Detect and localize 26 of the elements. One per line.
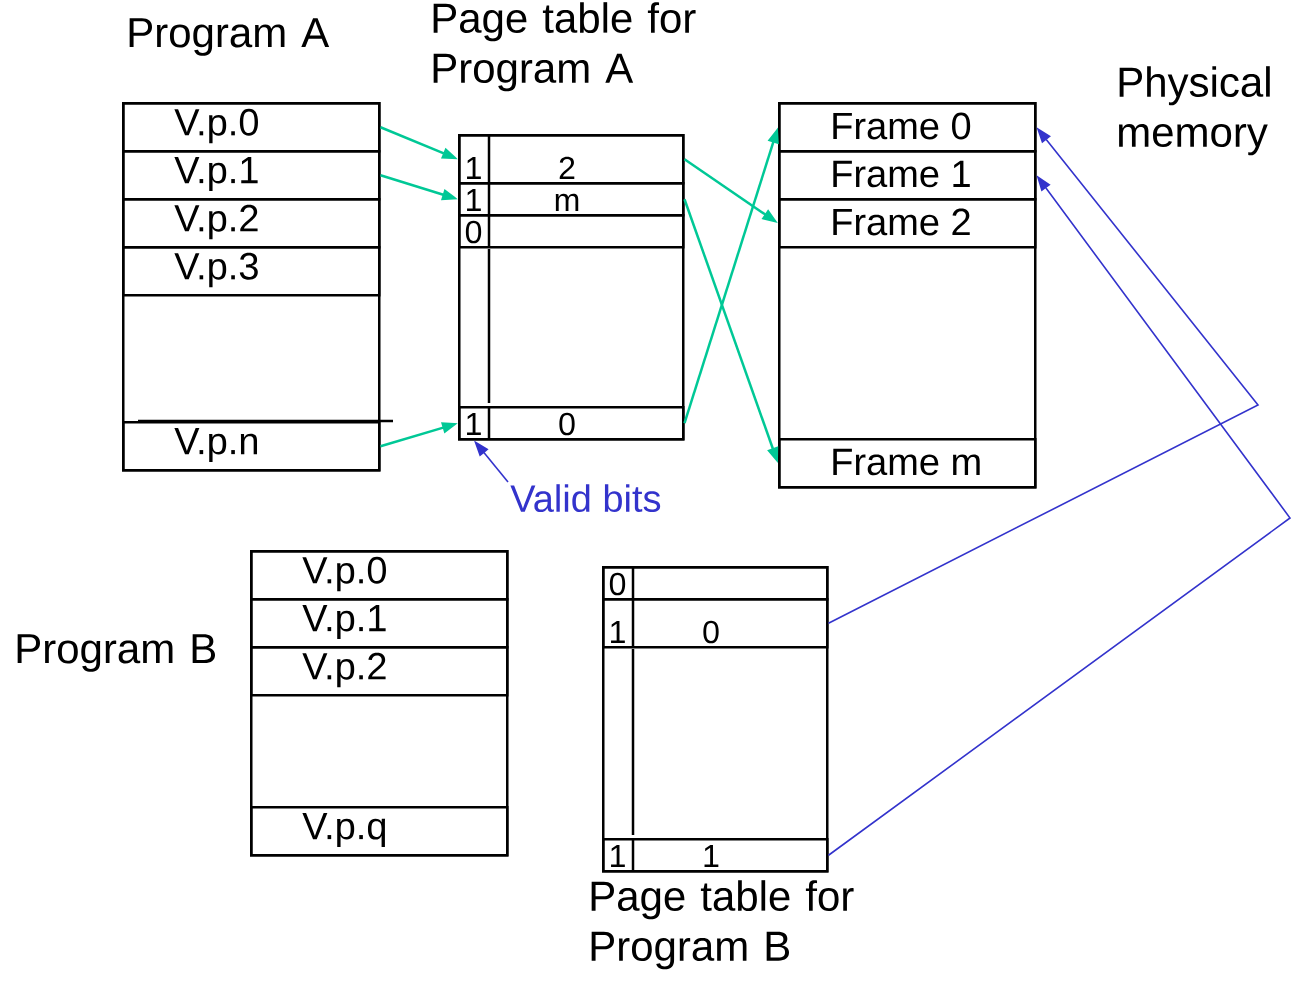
page-table-row: 1 0: [602, 598, 829, 649]
memory-row: V.p.n: [122, 419, 393, 472]
annotation-text: Valid bits: [510, 484, 661, 513]
memory-row: V.p.0: [250, 550, 509, 601]
memory-row: Frame 1: [778, 150, 1037, 201]
memory-row: V.p.q: [250, 806, 509, 857]
node-label: Program A: [129, 18, 330, 56]
node-label: Program B: [17, 634, 216, 672]
memory-row: V.p.0: [122, 102, 381, 153]
page-table-row: 0: [602, 566, 829, 601]
memory-row: V.p.1: [250, 598, 509, 649]
memory-row: V.p.3: [122, 246, 381, 297]
memory-row: V.p.2: [122, 198, 381, 249]
page-table-row: 1 1: [602, 838, 829, 873]
node-label: Page table for Program B: [591, 880, 854, 970]
page-table-row: 1 0: [458, 406, 685, 441]
memory-row: Frame 2: [778, 198, 1037, 249]
memory-row: Frame 0: [778, 102, 1037, 153]
memory-row: V.p.2: [250, 646, 509, 697]
page-table-row: 1 2: [458, 134, 685, 185]
memory-row: V.p.1: [122, 150, 381, 201]
page-table-row: 1 m: [458, 182, 685, 217]
node-label: Page table for Program A: [433, 2, 696, 92]
node-label: Physical memory: [1119, 66, 1270, 156]
page-table-row: 0: [458, 214, 685, 249]
memory-row: Frame m: [778, 438, 1037, 489]
